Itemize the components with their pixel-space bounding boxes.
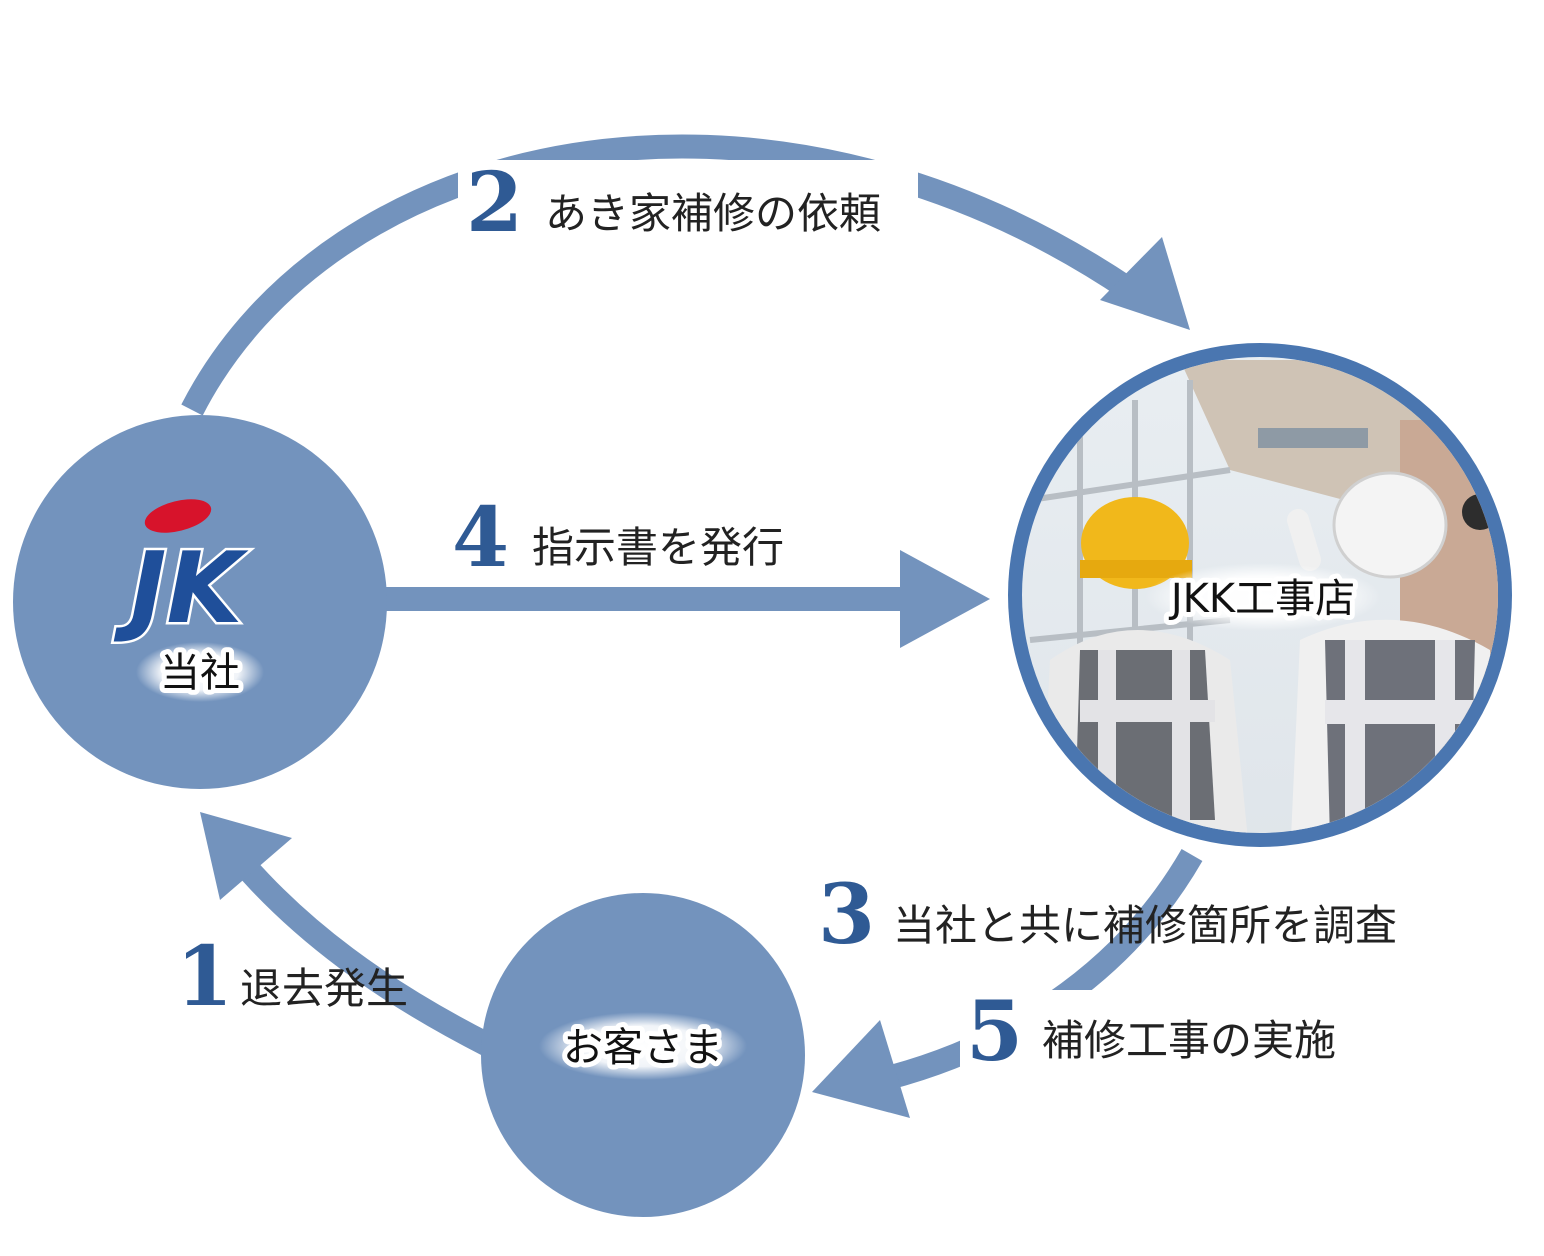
node-company-label: 当社 <box>160 650 240 696</box>
step-4-number: 4 <box>452 490 509 586</box>
construction-workers-photo <box>1022 357 1498 833</box>
arrow-step-2 <box>181 134 1190 416</box>
node-contractor-label: JKK工事店 <box>1168 576 1355 622</box>
arrowhead-2 <box>1100 237 1190 330</box>
step-2-label-group: 2 あき家補修の依頼 <box>458 155 918 251</box>
step-1-label-group: 1 退去発生 <box>176 929 408 1025</box>
step-3-label-group: 3 当社と共に補修箇所を調査 <box>818 867 1397 963</box>
step-3-number: 3 <box>818 867 875 963</box>
step-1-label: 退去発生 <box>240 964 408 1013</box>
node-company-circle <box>13 415 387 789</box>
arrow-step-4 <box>380 550 990 648</box>
step-5-number: 5 <box>966 984 1023 1080</box>
node-contractor: JKK工事店 <box>1008 343 1512 847</box>
node-customer: お客さま <box>481 893 805 1217</box>
arrowhead-1 <box>200 812 292 900</box>
step-3-label: 当社と共に補修箇所を調査 <box>893 901 1397 950</box>
label-glow <box>136 642 264 702</box>
step-4-label-group: 4 指示書を発行 <box>452 490 784 586</box>
step-5-label-group: 5 補修工事の実施 <box>960 984 1360 1080</box>
step-5-label: 補修工事の実施 <box>1042 1016 1336 1065</box>
step-4-label: 指示書を発行 <box>532 523 784 572</box>
step-1-number: 1 <box>176 929 233 1025</box>
arrowhead-4 <box>900 550 990 648</box>
jkk-logo-icon: JK <box>111 499 252 649</box>
logo-text: JK <box>113 532 249 646</box>
step-2-number: 2 <box>466 155 523 251</box>
label-glow <box>539 1012 747 1080</box>
node-company: JK 当社 <box>13 415 387 789</box>
arrow-step-1 <box>200 812 494 1056</box>
node-customer-label: お客さま <box>563 1025 723 1071</box>
label-glow <box>1145 563 1381 631</box>
step-2-label: あき家補修の依頼 <box>545 189 881 238</box>
arrowhead-5 <box>812 1020 910 1118</box>
